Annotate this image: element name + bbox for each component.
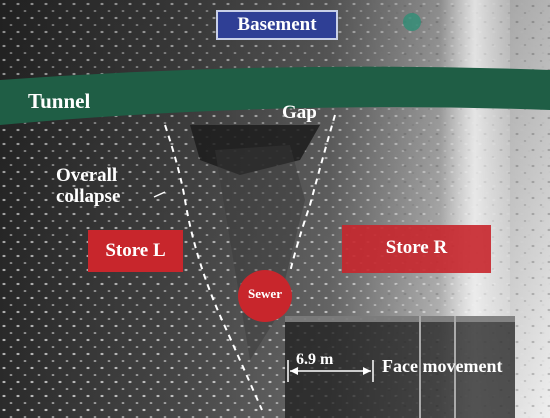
sewer-label: Sewer: [248, 286, 282, 301]
collapse-boundary-left: [164, 124, 263, 411]
face-movement-label: Face movement: [382, 356, 503, 376]
overall-collapse-label: Overall collapse: [56, 166, 120, 206]
distance-label: 6.9 m: [296, 351, 334, 368]
basement-label-box: [216, 10, 338, 40]
store-left-label: Store L: [105, 240, 166, 261]
overall-collapse-line1: Overall: [56, 165, 118, 186]
tunnel-label: Tunnel: [28, 89, 91, 113]
overall-collapse-line2: collapse: [56, 186, 121, 207]
sewer-pipe: [238, 270, 292, 322]
basement-label: Basement: [237, 14, 317, 35]
store-left-block: [88, 230, 183, 272]
store-right-block: [342, 225, 491, 273]
gap-label: Gap: [282, 102, 317, 123]
store-right-label: Store R: [385, 237, 448, 258]
tunnel-band: [0, 66, 550, 125]
collapse-boundary-right: [289, 114, 336, 273]
